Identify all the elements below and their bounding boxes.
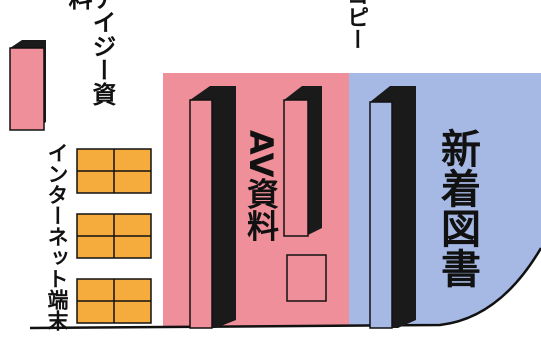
internet-terminal — [76, 213, 152, 259]
av-shelf — [189, 86, 236, 329]
av-display-box — [286, 254, 327, 302]
daisy-materials-label: デイジー資料 — [64, 0, 116, 106]
daisy-shelf — [9, 40, 46, 131]
internet-terminal — [76, 278, 152, 324]
new-books-shelf — [369, 86, 416, 329]
lower-floor — [0, 250, 541, 338]
floor-outline — [29, 247, 541, 330]
internet-terminals-label: インターネット端末 — [45, 142, 69, 331]
av-materials-label: AV資料 — [242, 130, 280, 242]
internet-terminal — [76, 148, 152, 194]
copy-label: コピー — [343, 0, 368, 50]
av-shelf — [283, 86, 322, 237]
new-books-label: 新着図書 — [434, 128, 480, 288]
